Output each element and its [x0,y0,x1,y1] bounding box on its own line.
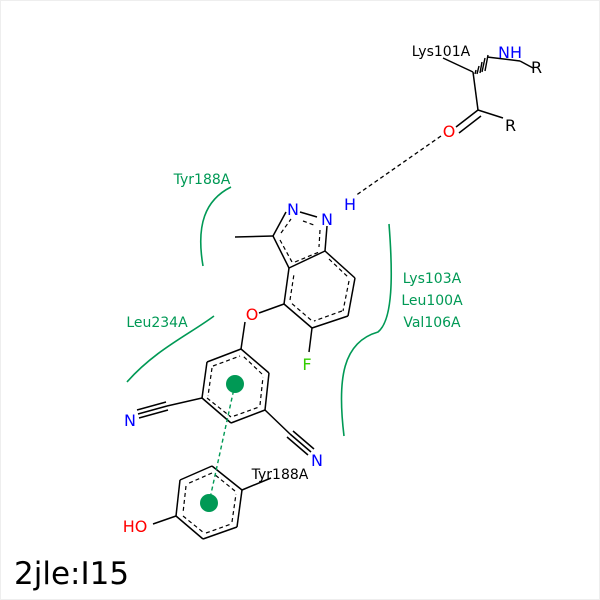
n1-c7a-bond [324,225,328,252]
arom-six-3 [313,310,343,322]
residue-label-tyr188-ring: Tyr188A [251,467,309,483]
ring-centroid-phenol [200,494,218,512]
arom-five-2 [302,220,315,226]
arom-phenol-6 [213,473,236,492]
ligand-bonds [136,56,534,540]
phenol-bond-1 [179,465,213,481]
nitrile-right-bond [264,409,291,435]
nitrile-right-triple-3 [286,436,309,456]
benz-bond-3 [201,397,232,424]
arom-six-1 [328,258,350,279]
arom-six-2 [342,280,350,312]
c5-c4-bond [283,303,313,329]
benz-bond-5 [264,372,270,411]
phenol-bond-3 [175,515,204,540]
atom-label-n-right: N [311,451,323,470]
nh-r-bond [486,56,521,62]
nitrile-right-triple-1 [289,433,312,453]
atom-label-n1: N [321,210,333,229]
carbonyl-r-bond [477,109,504,119]
atom-label-o-ether: O [246,305,259,324]
lys103-leu100-val106-contact-arc [340,223,393,437]
r-bond [519,60,534,69]
lys101-sidechain-bond [442,57,474,73]
nitrile-left-triple-2 [136,401,167,411]
atom-label-h: H [344,195,356,214]
diagram-caption: 2jle:I15 [14,556,129,592]
residue-label-leu100: Leu100A [401,293,463,309]
aromatic-bonds [182,218,350,534]
benz-bond-6 [240,348,270,374]
hydrophobic-contacts [126,186,393,437]
atom-label-ho: HO [123,517,148,536]
phenol-bond-5 [236,489,243,528]
arom-six-4 [289,301,312,321]
residue-label-lys101: Lys101A [412,44,471,60]
residue-label-val106: Val106A [403,315,461,331]
c4-c3a-bond [283,267,290,305]
arom-benz-1 [212,355,241,367]
arom-benz-5 [259,376,264,406]
arom-phenol-5 [231,493,237,523]
nitrile-left-triple-1 [137,405,168,415]
c5-f-bond [308,327,313,353]
leu234-contact-arc [126,315,215,383]
atom-label-r-amine: R [531,58,542,77]
phenol-tyr-bond [241,477,272,491]
arom-phenol-1 [186,472,213,485]
n2-n1-bond [299,211,318,218]
o-phenyl-bond [240,321,246,350]
hydrogen-bond [354,135,442,197]
ring-centroid-benzene [226,375,244,393]
residue-label-lys103: Lys103A [403,271,462,287]
arom-five-3 [318,229,321,248]
carbonyl-bond-2 [458,115,482,134]
tyr188-contact-arc [199,186,232,267]
arom-phenol-3 [182,515,205,534]
nitrile-right-triple-2 [292,430,315,450]
residue-label-tyr188-top: Tyr188A [173,172,231,188]
arom-six-5 [289,273,295,301]
benz-bond-1 [206,348,242,363]
arom-benz-3 [206,397,232,418]
ca-carbonyl-bond [472,71,479,111]
pi-stacking-line [208,383,236,504]
atom-label-nh: NH [498,43,522,62]
nitrile-left-bond [166,397,203,407]
phenol-oh-bond [152,515,177,525]
arom-five-1 [280,218,292,234]
stereo-hash-wedge [474,54,489,75]
c3-n2-bond [272,211,287,237]
c7-c6-bond [347,277,356,317]
atom-label-n2: N [287,200,299,219]
phenol-bond-6 [211,465,243,491]
phenol-bond-2 [175,479,181,517]
residue-label-leu234: Leu234A [126,315,188,331]
arom-five-4 [294,251,320,263]
atom-label-f: F [302,355,311,374]
benz-bond-2 [201,361,208,399]
c4-o-bond [258,303,285,314]
atom-label-r-carbonyl: R [505,116,516,135]
benz-bond-4 [230,409,266,424]
arom-phenol-4 [205,523,232,534]
arom-benz-4 [233,406,260,417]
methyl-bond [234,235,274,238]
c6-c5-bond [311,315,349,329]
arom-phenol-2 [182,485,187,514]
phenol-bond-4 [202,526,238,540]
carbonyl-bond-1 [455,109,479,128]
arom-benz-6 [242,355,263,375]
c3-c3a-bond [272,235,290,269]
arom-benz-2 [207,367,213,397]
nitrile-left-triple-3 [138,409,169,419]
atom-label-o-carbonyl: O [443,122,456,141]
c7a-c7-bond [324,250,356,279]
c3a-c7a-bond [288,250,326,269]
atom-label-n-left: N [124,411,136,430]
